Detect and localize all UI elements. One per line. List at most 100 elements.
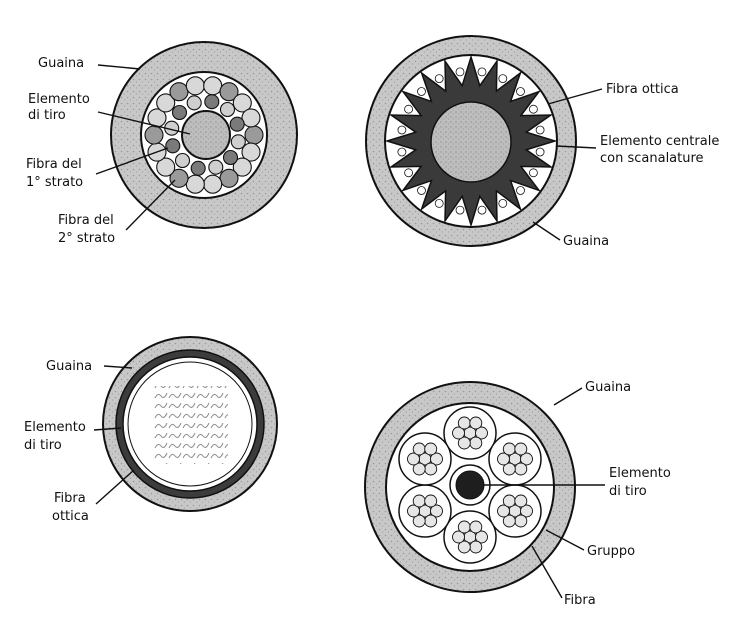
fiber-layer-1 bbox=[165, 138, 181, 154]
cable-2-fiber bbox=[498, 198, 508, 208]
cable-4-fiber bbox=[424, 442, 438, 456]
fiber-layer-2 bbox=[203, 76, 223, 96]
cable-1-sheath-leader bbox=[97, 64, 141, 70]
cable-4: Guaina Elemento di tiro Gruppo Fibra bbox=[364, 380, 671, 608]
fiber-layer-1 bbox=[174, 152, 191, 169]
cable-3-fiber-leader bbox=[95, 469, 135, 505]
cable-2-fiber bbox=[516, 87, 525, 96]
cable-1-layer1-label-line1: Fibra del bbox=[26, 157, 82, 172]
cable-4-fiber bbox=[475, 530, 488, 544]
cable-4-fiber bbox=[502, 462, 516, 476]
cable-2-core-label-line2: con scanalature bbox=[600, 151, 704, 166]
cable-2-fibers bbox=[397, 67, 545, 215]
fiber-layer-2 bbox=[241, 108, 261, 128]
fiber-layer-2 bbox=[244, 125, 264, 145]
cable-2-fiber bbox=[417, 186, 426, 195]
cable-4-fiber bbox=[502, 494, 516, 508]
fiber-layer-1 bbox=[229, 116, 245, 132]
cable-4-fiber bbox=[469, 416, 483, 430]
cable-2-fiber bbox=[434, 198, 444, 208]
cable-4-fiber bbox=[520, 452, 533, 466]
fiber-layer-2 bbox=[185, 174, 205, 194]
fiber-layer-1 bbox=[190, 160, 206, 176]
cable-4-fiber bbox=[475, 426, 488, 440]
cable-4-pull-label-line1: Elemento bbox=[609, 466, 671, 481]
cable-4-fiber bbox=[412, 462, 426, 476]
cable-4-fiber bbox=[469, 520, 483, 534]
cable-4-fiber-groups bbox=[398, 406, 542, 564]
cable-4-fiber-leader bbox=[531, 545, 563, 599]
cable-1-layer2-leader bbox=[125, 179, 176, 231]
cable-2-fiber bbox=[417, 87, 426, 96]
cable-4-fiber bbox=[514, 442, 528, 456]
fiber-layer-2 bbox=[232, 93, 252, 113]
cable-1-layer1-label-line2: 1° strato bbox=[26, 175, 83, 190]
cable-2-fiber-label: Fibra ottica bbox=[606, 82, 679, 97]
cable-4-fiber bbox=[514, 514, 528, 528]
cable-3-fiber-label-line2: ottica bbox=[52, 509, 89, 524]
cable-2-fiber-leader bbox=[547, 88, 603, 105]
cable-4-group-label: Gruppo bbox=[587, 544, 635, 559]
cable-2-fiber bbox=[529, 168, 538, 178]
fiber-layer-2 bbox=[169, 168, 189, 188]
cable-3-fiber-label-line1: Fibra bbox=[54, 491, 86, 506]
cable-2-core-leader bbox=[555, 145, 597, 149]
cable-4-pull-label-line2: di tiro bbox=[609, 484, 647, 499]
cable-4-sheath-leader bbox=[553, 387, 583, 406]
fiber-layer-1 bbox=[219, 101, 236, 118]
cable-2-fiber bbox=[455, 205, 465, 215]
cable-2-fiber bbox=[477, 205, 487, 215]
cable-1-sheath-label: Guaina bbox=[38, 56, 84, 71]
cable-4-fiber-label: Fibra bbox=[564, 593, 596, 608]
cable-4-fiber bbox=[424, 462, 438, 476]
fiber-layer-1 bbox=[230, 134, 246, 150]
cable-4-fiber bbox=[412, 442, 426, 456]
cable-2-fiber bbox=[404, 104, 414, 114]
cable-3-sheath-label: Guaina bbox=[46, 359, 92, 374]
cable-4-fiber bbox=[412, 494, 426, 508]
fiber-layer-2 bbox=[232, 157, 252, 177]
cable-3-pull-label-line2: di tiro bbox=[24, 438, 62, 453]
cable-4-fiber bbox=[457, 436, 471, 450]
cable-3-sheath-leader bbox=[103, 365, 133, 369]
cable-2-fiber bbox=[397, 125, 407, 135]
fiber-layer-1 bbox=[208, 159, 224, 175]
cable-4-fiber bbox=[407, 504, 420, 518]
cable-4-fiber bbox=[502, 514, 516, 528]
fiber-layer-1 bbox=[171, 104, 188, 121]
cable-4-fiber bbox=[520, 504, 533, 518]
cable-4-fiber bbox=[514, 462, 528, 476]
fiber-layer-2 bbox=[241, 142, 261, 162]
cable-4-fiber bbox=[430, 504, 443, 518]
cable-1-layer2-label-line1: Fibra del bbox=[58, 213, 114, 228]
cable-4-sheath-label: Guaina bbox=[585, 380, 631, 395]
cable-4-fiber bbox=[412, 514, 426, 528]
cable-2-central-element bbox=[430, 101, 512, 183]
cable-2-fiber bbox=[477, 67, 487, 77]
cable-1-pull-label-line1: Elemento bbox=[28, 92, 90, 107]
cable-1-pull-element bbox=[181, 110, 231, 160]
fiber-layer-2 bbox=[156, 157, 176, 177]
fiber-layer-1 bbox=[186, 95, 202, 111]
fiber-layer-1 bbox=[222, 149, 239, 166]
fiber-layer-2 bbox=[219, 168, 239, 188]
fiber-layer-2 bbox=[219, 82, 239, 102]
cable-4-fiber bbox=[497, 504, 510, 518]
cable-2-fiber bbox=[516, 186, 525, 195]
cable-4-fiber bbox=[457, 416, 471, 430]
cable-2-fiber bbox=[535, 147, 545, 157]
cable-4-pull-element bbox=[455, 470, 485, 500]
cable-2-fiber bbox=[498, 74, 508, 83]
cable-1-layer-1-fibers bbox=[164, 94, 246, 176]
cable-4-fiber bbox=[469, 540, 483, 554]
cable-2-sheath-leader bbox=[532, 221, 561, 241]
cable-2-fiber bbox=[434, 74, 444, 83]
cable-1-layer1-leader bbox=[95, 147, 169, 175]
cable-2-fiber bbox=[529, 104, 538, 114]
cable-4-fiber bbox=[469, 436, 483, 450]
fiber-layer-2 bbox=[169, 82, 189, 102]
cable-4-fiber bbox=[514, 494, 528, 508]
fiber-layer-2 bbox=[144, 125, 164, 145]
cable-4-fiber bbox=[424, 514, 438, 528]
